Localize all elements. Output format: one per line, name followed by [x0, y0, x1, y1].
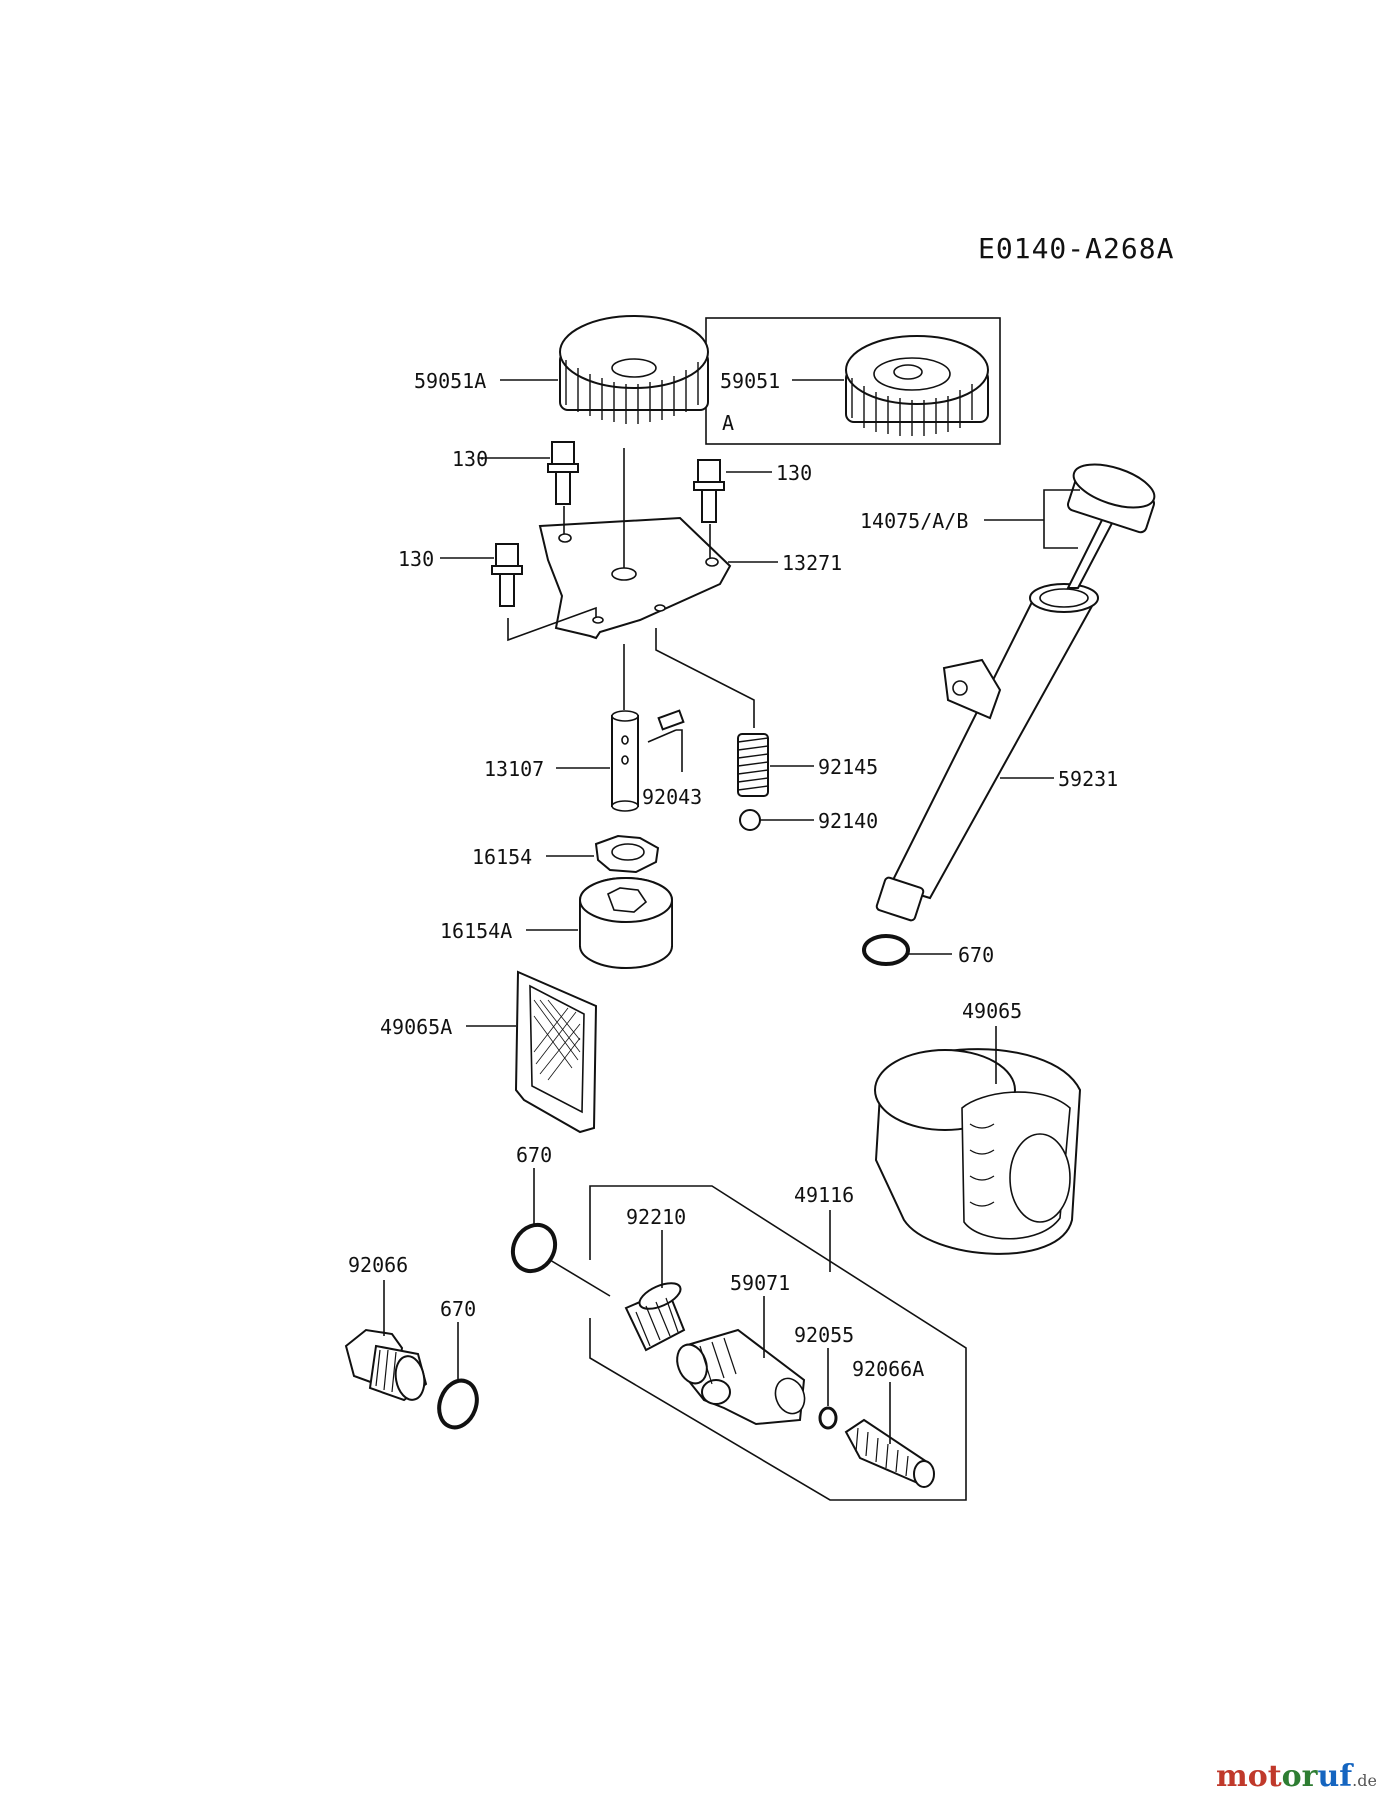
label-59051a: 59051A [414, 369, 486, 393]
bolt-130-upper-left [547, 441, 579, 505]
valve-92066a [844, 1418, 935, 1488]
label-49065a: 49065A [380, 1015, 452, 1039]
watermark-logo: motoruf.de [1216, 1759, 1376, 1794]
bolt-130-left [491, 543, 523, 607]
label-13271: 13271 [782, 551, 842, 575]
label-92043: 92043 [642, 785, 702, 809]
o-ring-670-pipe [862, 934, 910, 966]
o-ring-670-lower [437, 1378, 479, 1430]
rotor-16154 [594, 834, 660, 874]
plate-13271 [538, 516, 732, 640]
rotor-16154a [579, 877, 673, 969]
label-130-c: 130 [398, 547, 434, 571]
label-92055: 92055 [794, 1323, 854, 1347]
label-59231: 59231 [1058, 767, 1118, 791]
label-92140: 92140 [818, 809, 878, 833]
label-14075: 14075/A/B [860, 509, 968, 533]
label-92210: 92210 [626, 1205, 686, 1229]
label-92145: 92145 [818, 755, 878, 779]
label-670-c: 670 [440, 1297, 476, 1321]
nut-92210 [624, 1282, 686, 1352]
label-130-a: 130 [452, 447, 488, 471]
shaft-13107 [611, 710, 639, 812]
label-92066a: 92066A [852, 1357, 924, 1381]
label-670-a: 670 [958, 943, 994, 967]
oil-pipe-59231 [875, 583, 1099, 922]
label-59071: 59071 [730, 1271, 790, 1295]
gear-59051a [559, 315, 709, 424]
dipstick-14075 [1066, 463, 1156, 589]
o-ring-670-middle [510, 1222, 558, 1274]
label-13107: 13107 [484, 757, 544, 781]
label-49116: 49116 [794, 1183, 854, 1207]
bolt-130-upper-right [693, 459, 725, 523]
fitting-59071 [676, 1328, 806, 1426]
spring-92145 [737, 733, 769, 797]
label-59051: 59051 [720, 369, 780, 393]
diagram-code: E0140-A268A [978, 232, 1174, 265]
strainer-49065a [514, 970, 598, 1134]
o-ring-92055 [818, 1406, 838, 1430]
label-130-b: 130 [776, 461, 812, 485]
oil-filter-49065 [874, 1048, 1082, 1255]
svg-text:motoruf.de: motoruf.de [1216, 1759, 1376, 1794]
gear-59051 [845, 335, 989, 436]
label-49065: 49065 [962, 999, 1022, 1023]
pin-92043 [657, 709, 685, 731]
plug-92066 [344, 1328, 428, 1402]
ball-92140 [739, 809, 761, 831]
label-670-b: 670 [516, 1143, 552, 1167]
label-92066: 92066 [348, 1253, 408, 1277]
label-16154a: 16154A [440, 919, 512, 943]
inset-label: A [722, 411, 734, 435]
label-16154: 16154 [472, 845, 532, 869]
